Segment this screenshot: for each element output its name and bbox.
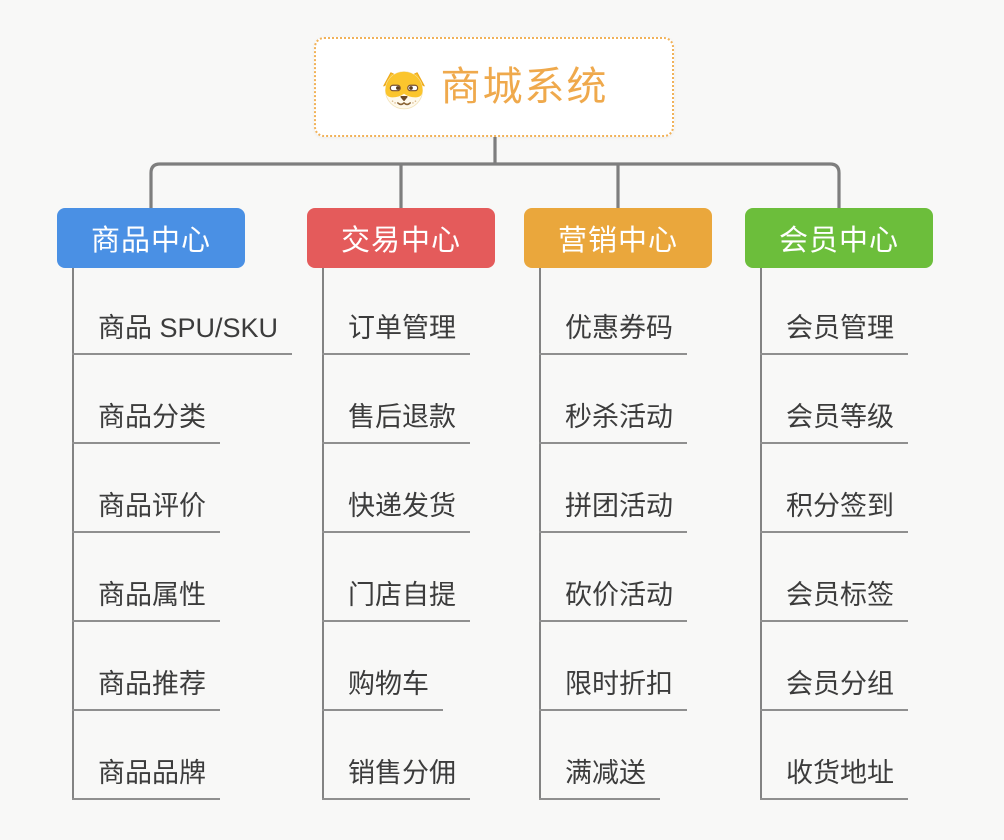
branch-item-list: 会员管理 会员等级 积分签到 会员标签 会员分组 收货地址 [760,268,933,800]
mindmap-item: 销售分佣 [322,711,495,800]
branch-item-list: 商品 SPU/SKU 商品分类 商品评价 商品属性 商品推荐 商品品牌 [72,268,293,800]
root-node[interactable]: 商城系统 [314,37,674,137]
item-label[interactable]: 会员管理 [760,306,908,355]
mindmap-item: 会员分组 [760,622,933,711]
branch-item-list: 优惠券码 秒杀活动 拼团活动 砍价活动 限时折扣 满减送 [539,268,712,800]
item-label[interactable]: 快递发货 [322,484,470,533]
mindmap-item: 积分签到 [760,444,933,533]
mindmap-item: 优惠券码 [539,268,712,355]
mindmap-item: 订单管理 [322,268,495,355]
branch-header-member[interactable]: 会员中心 [745,208,933,268]
item-label[interactable]: 会员标签 [760,573,908,622]
item-label[interactable]: 商品品牌 [72,751,220,800]
mindmap-item: 商品推荐 [72,622,245,711]
root-title: 商城系统 [440,65,609,109]
item-label[interactable]: 购物车 [322,662,443,711]
item-label[interactable]: 收货地址 [760,751,908,800]
item-label[interactable]: 商品分类 [72,395,220,444]
mindmap-item: 商品属性 [72,533,245,622]
mindmap-item: 秒杀活动 [539,355,712,444]
item-label[interactable]: 会员分组 [760,662,908,711]
item-label[interactable]: 销售分佣 [322,751,470,800]
item-label[interactable]: 会员等级 [760,395,908,444]
mindmap-item: 拼团活动 [539,444,712,533]
mindmap-item: 商品 SPU/SKU [72,268,293,355]
dog-face-icon [380,64,428,110]
item-label[interactable]: 商品评价 [72,484,220,533]
mindmap-item: 商品品牌 [72,711,245,800]
mindmap-item: 快递发货 [322,444,495,533]
mindmap-item: 砍价活动 [539,533,712,622]
branch-header-trade[interactable]: 交易中心 [307,208,495,268]
mindmap-item: 售后退款 [322,355,495,444]
mindmap-item: 购物车 [322,622,495,711]
item-label[interactable]: 限时折扣 [539,662,687,711]
item-label[interactable]: 商品 SPU/SKU [72,306,293,355]
item-label[interactable]: 门店自提 [322,573,470,622]
mindmap-item: 门店自提 [322,533,495,622]
item-label[interactable]: 满减送 [539,751,660,800]
mindmap-item: 会员等级 [760,355,933,444]
branch-product-center: 商品中心 商品 SPU/SKU 商品分类 商品评价 商品属性 商品推荐 商品品牌 [57,208,293,800]
mindmap-item: 商品评价 [72,444,245,533]
item-label[interactable]: 积分签到 [760,484,908,533]
item-label[interactable]: 优惠券码 [539,306,687,355]
mindmap-item: 满减送 [539,711,712,800]
item-label[interactable]: 订单管理 [322,306,470,355]
mindmap-item: 会员管理 [760,268,933,355]
item-label[interactable]: 商品属性 [72,573,220,622]
branch-member-center: 会员中心 会员管理 会员等级 积分签到 会员标签 会员分组 收货地址 [745,208,933,800]
branch-item-list: 订单管理 售后退款 快递发货 门店自提 购物车 销售分佣 [322,268,495,800]
mindmap-item: 限时折扣 [539,622,712,711]
mindmap-item: 会员标签 [760,533,933,622]
item-label[interactable]: 砍价活动 [539,573,687,622]
item-label[interactable]: 商品推荐 [72,662,220,711]
mindmap-item: 收货地址 [760,711,933,800]
branch-header-marketing[interactable]: 营销中心 [524,208,712,268]
branch-marketing-center: 营销中心 优惠券码 秒杀活动 拼团活动 砍价活动 限时折扣 满减送 [524,208,712,800]
item-label[interactable]: 秒杀活动 [539,395,687,444]
branch-trade-center: 交易中心 订单管理 售后退款 快递发货 门店自提 购物车 销售分佣 [307,208,495,800]
item-label[interactable]: 拼团活动 [539,484,687,533]
main-horizontal-line [149,162,841,209]
item-label[interactable]: 售后退款 [322,395,470,444]
mindmap-item: 商品分类 [72,355,245,444]
branch-header-product[interactable]: 商品中心 [57,208,245,268]
